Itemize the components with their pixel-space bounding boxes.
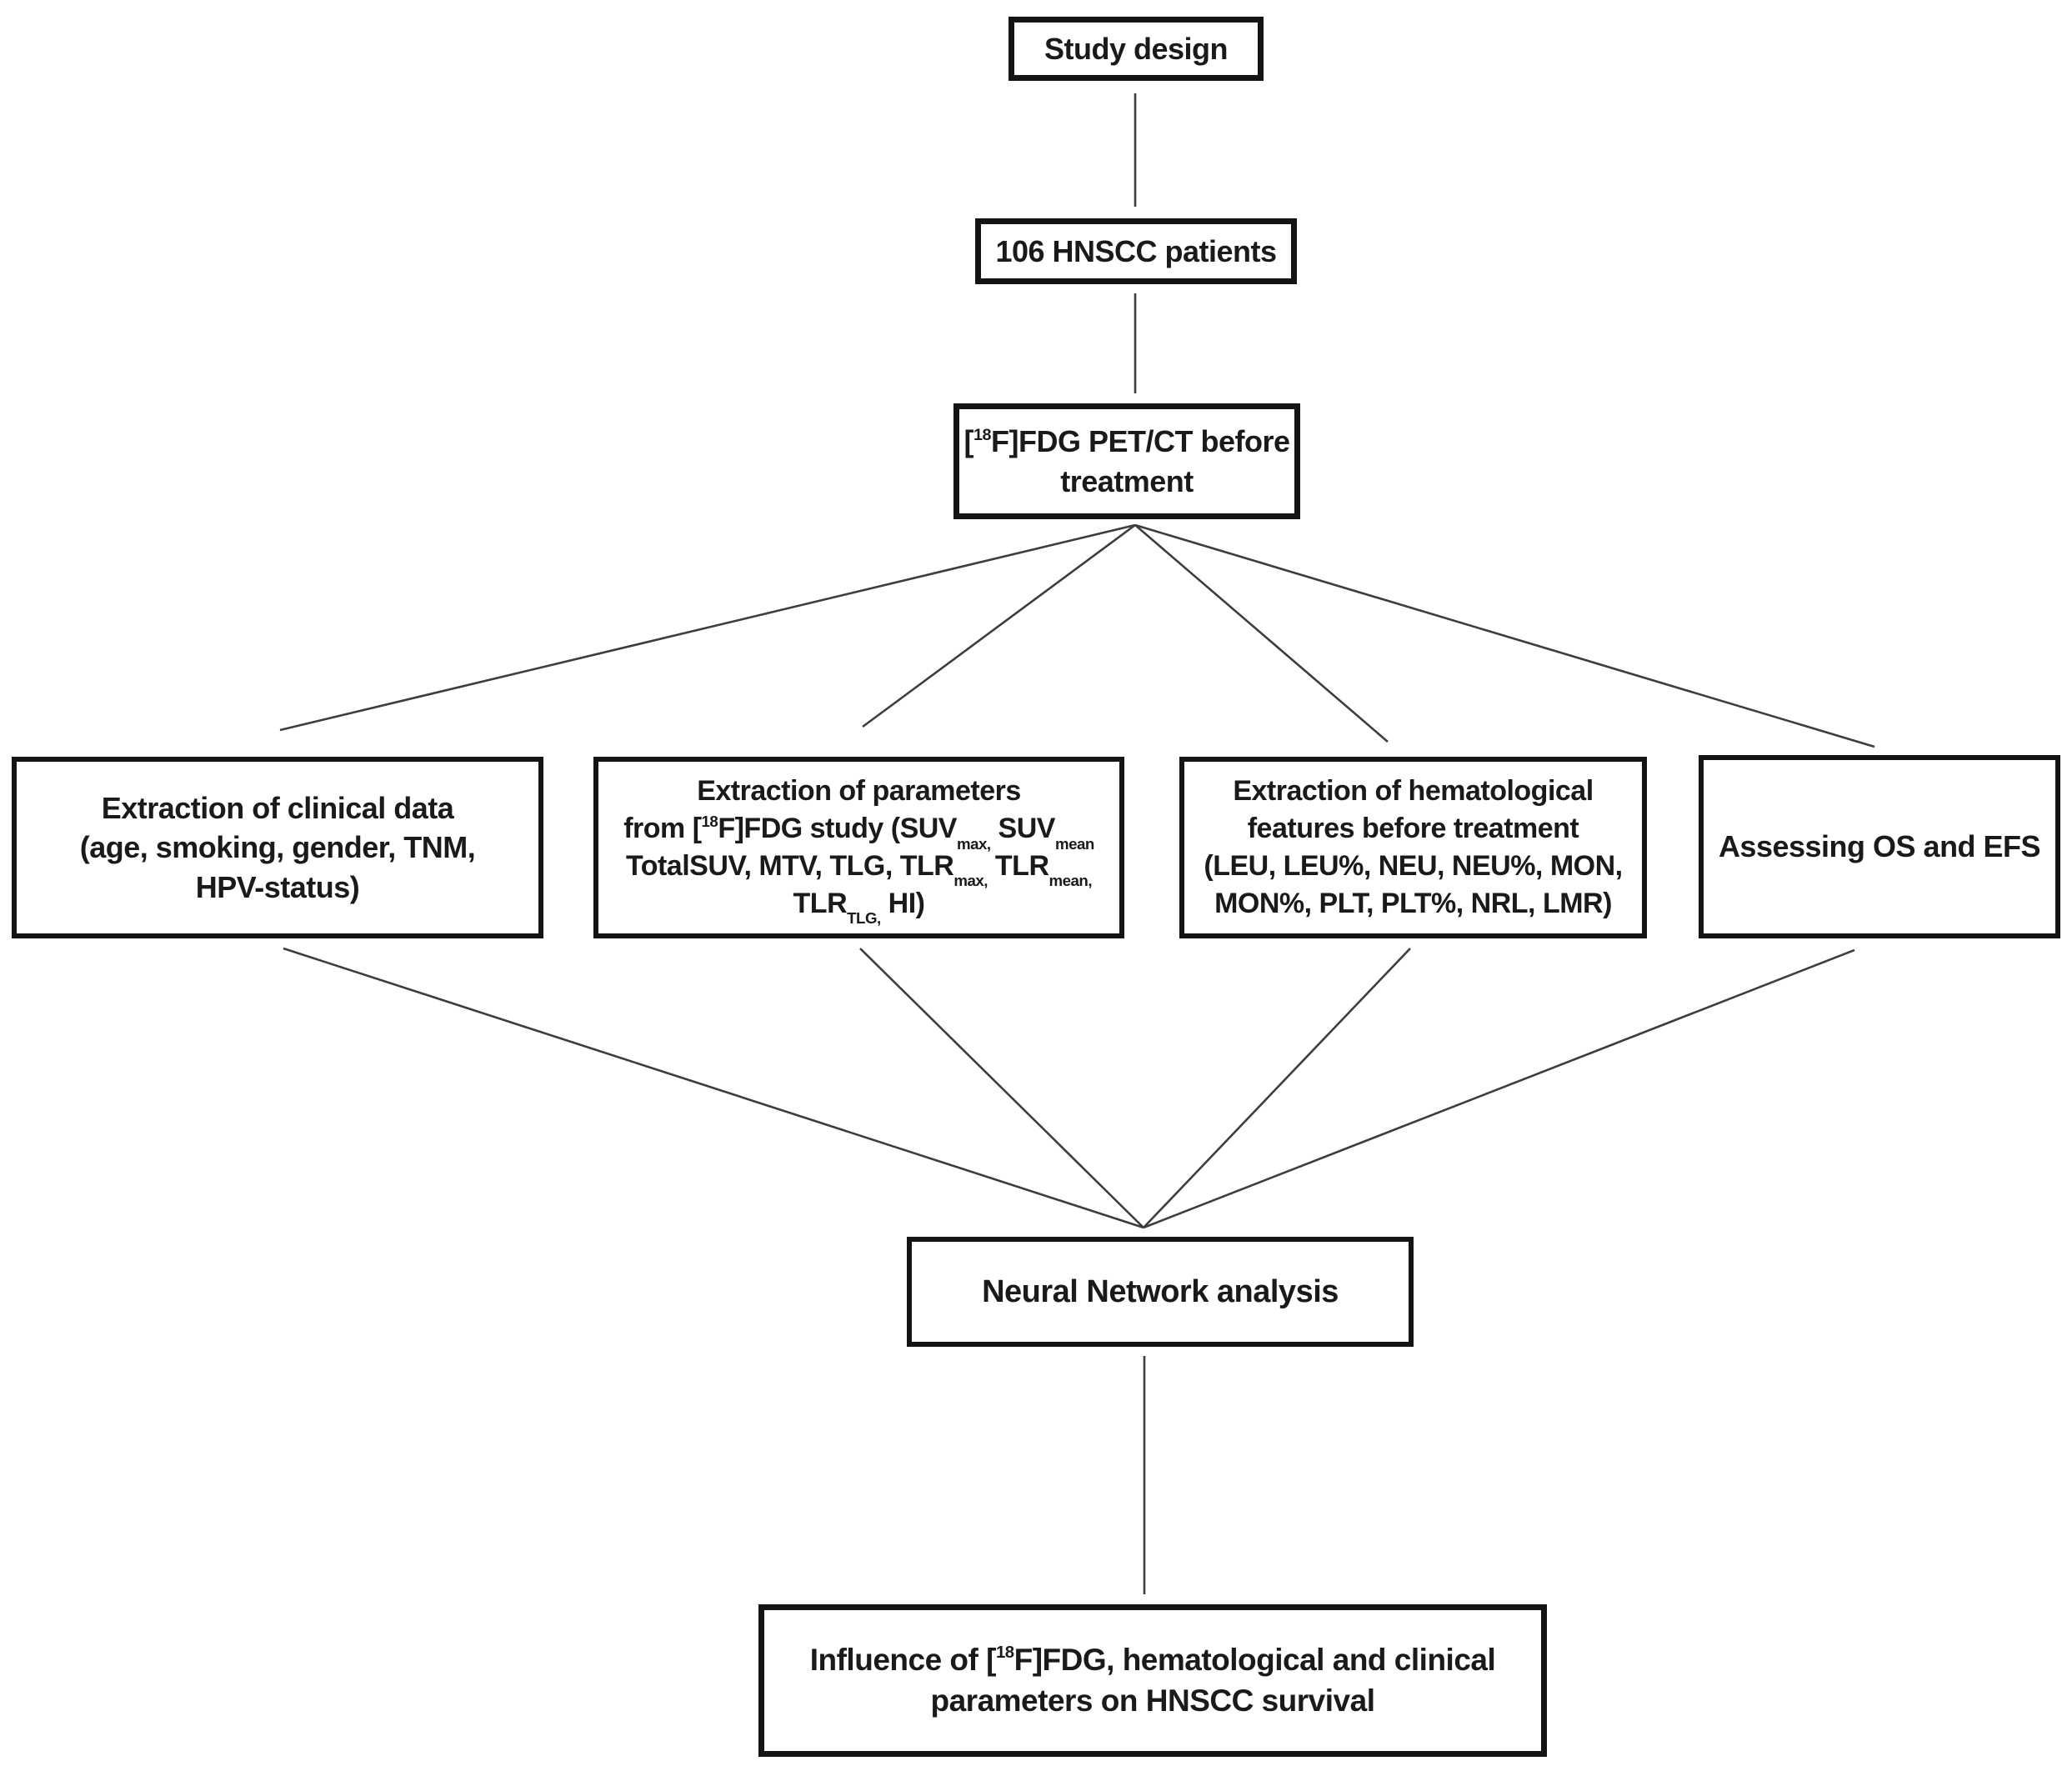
connector-parameters-to-neural xyxy=(859,948,1144,1228)
connector-petct-to-clinical xyxy=(279,523,1136,732)
node-neural-network-analysis: Neural Network analysis xyxy=(907,1237,1414,1347)
node-hnscc-patients: 106 HNSCC patients xyxy=(975,218,1297,284)
connector-clinical-to-neural xyxy=(283,947,1144,1229)
node-extraction-clinical-data: Extraction of clinical data(age, smoking… xyxy=(12,757,543,938)
connector-petct-to-hematological xyxy=(1134,524,1389,743)
connector-hematological-to-neural xyxy=(1143,948,1411,1228)
connector-assessing-to-neural xyxy=(1143,948,1855,1229)
node-assessing-os-efs: Assessing OS and EFS xyxy=(1699,755,2060,938)
connector-petct-to-parameters xyxy=(862,523,1136,728)
connector-petct-to-assessing xyxy=(1134,523,1875,748)
node-study-design: Study design xyxy=(1008,17,1264,81)
node-influence-on-survival: Influence of [18F]FDG, hematological and… xyxy=(758,1604,1547,1757)
